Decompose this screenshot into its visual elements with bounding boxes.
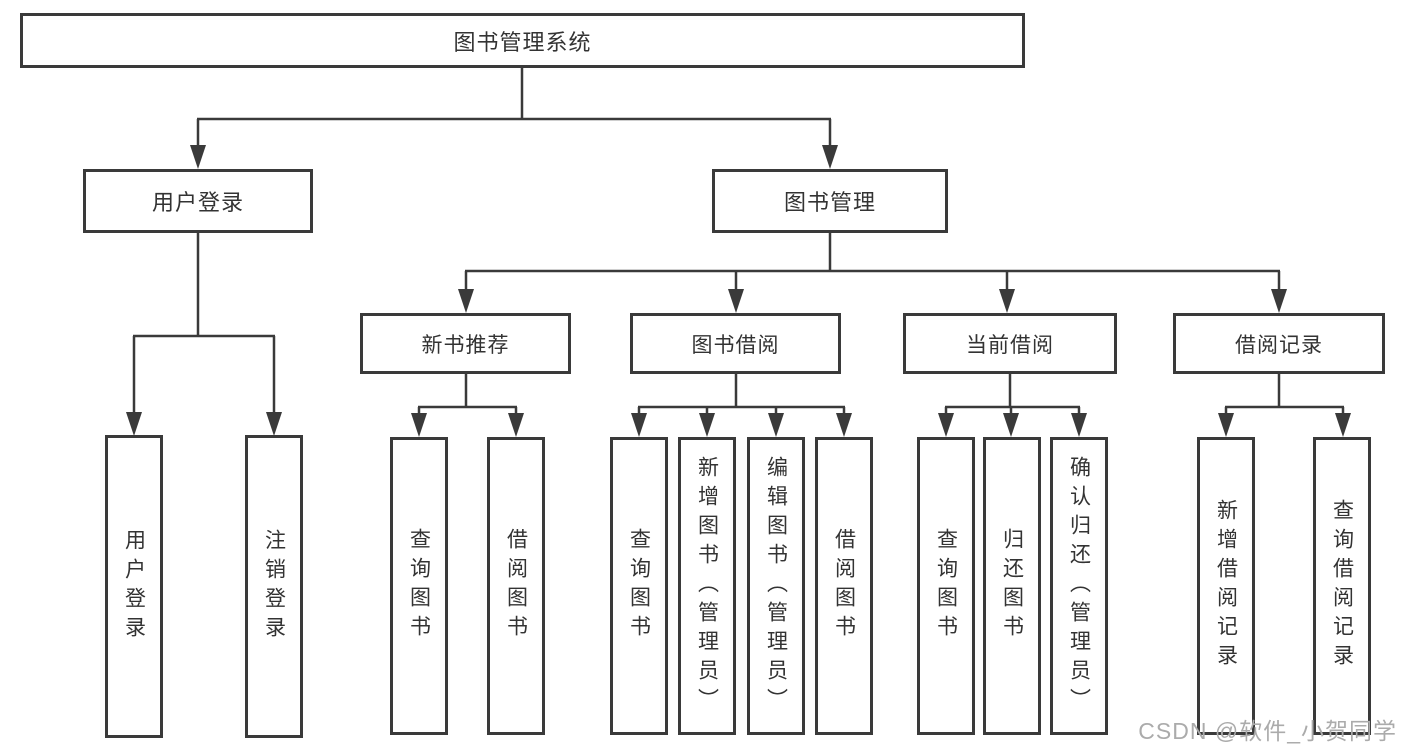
connector-book-borrow-branch — [637, 374, 846, 429]
node-label: 图书管理 — [783, 190, 876, 215]
node-label: 图书借阅 — [691, 333, 780, 357]
arrow-down-icon — [822, 145, 838, 169]
node-borrow-record: 借阅记录 — [1173, 313, 1385, 374]
node-leaf-borrow-books: 借阅图书 — [487, 437, 545, 735]
arrow-down-icon — [190, 145, 206, 169]
node-label: 新书推荐 — [421, 333, 510, 357]
arrow-down-icon — [631, 413, 647, 437]
node-leaf-user-login: 用户登录 — [105, 435, 163, 738]
arrow-down-icon — [768, 413, 784, 437]
node-leaf-logout: 注销登录 — [245, 435, 303, 738]
node-book-management: 图书管理 — [712, 169, 948, 233]
node-library-management-system: 图书管理系统 — [20, 13, 1025, 68]
node-leaf-query-borrow-record: 查询借阅记录 — [1313, 437, 1371, 735]
node-label: 新增借阅记录 — [1214, 499, 1238, 673]
arrow-down-icon — [1271, 289, 1287, 313]
arrow-down-icon — [411, 413, 427, 437]
node-label: 图书管理系统 — [453, 29, 592, 55]
node-leaf-add-borrow-record: 新增借阅记录 — [1197, 437, 1255, 735]
node-user-login: 用户登录 — [83, 169, 313, 233]
arrow-down-icon — [836, 413, 852, 437]
node-label: 借阅图书 — [504, 528, 528, 644]
connector-new-book-branch — [417, 374, 518, 429]
connector-root-to-level1 — [196, 66, 832, 160]
connector-book-management-branch — [464, 233, 1281, 305]
node-label: 查询借阅记录 — [1330, 499, 1354, 673]
arrowheads — [126, 145, 1351, 437]
node-leaf-confirm-return-admin: 确认归还（管理员） — [1050, 437, 1108, 735]
node-leaf-borrow-books: 借阅图书 — [815, 437, 873, 735]
node-label: 查询图书 — [407, 528, 431, 644]
watermark: CSDN @软件_小贺同学 — [1138, 718, 1397, 744]
node-book-borrow: 图书借阅 — [630, 313, 841, 374]
connector-user-login-branch — [132, 233, 276, 428]
node-label: 确认归还（管理员） — [1067, 455, 1091, 717]
node-label: 用户登录 — [151, 190, 244, 215]
node-current-borrow: 当前借阅 — [903, 313, 1117, 374]
arrow-down-icon — [266, 412, 282, 436]
arrow-down-icon — [699, 413, 715, 437]
arrow-down-icon — [458, 289, 474, 313]
node-label: 查询图书 — [627, 528, 651, 644]
node-leaf-add-books-admin: 新增图书（管理员） — [678, 437, 736, 735]
node-label: 用户登录 — [122, 528, 146, 645]
arrow-down-icon — [999, 289, 1015, 313]
node-label: 归还图书 — [1000, 528, 1024, 644]
node-label: 查询图书 — [934, 528, 958, 644]
node-leaf-edit-books-admin: 编辑图书（管理员） — [747, 437, 805, 735]
node-label: 借阅图书 — [832, 528, 856, 644]
arrow-down-icon — [1003, 413, 1019, 437]
node-label: 注销登录 — [262, 528, 286, 645]
node-label: 当前借阅 — [966, 333, 1054, 357]
arrow-down-icon — [1335, 413, 1351, 437]
arrow-down-icon — [728, 289, 744, 313]
node-leaf-query-books: 查询图书 — [390, 437, 448, 735]
node-leaf-return-books: 归还图书 — [983, 437, 1041, 735]
arrow-down-icon — [1071, 413, 1087, 437]
node-leaf-query-books: 查询图书 — [917, 437, 975, 735]
node-label: 借阅记录 — [1235, 333, 1323, 357]
connector-borrow-record-branch — [1224, 374, 1345, 429]
arrow-down-icon — [938, 413, 954, 437]
arrow-down-icon — [508, 413, 524, 437]
node-label: 新增图书（管理员） — [695, 455, 719, 717]
arrow-down-icon — [126, 412, 142, 436]
node-leaf-query-books: 查询图书 — [610, 437, 668, 735]
arrow-down-icon — [1218, 413, 1234, 437]
node-new-book-recommend: 新书推荐 — [360, 313, 571, 374]
node-label: 编辑图书（管理员） — [764, 455, 788, 717]
